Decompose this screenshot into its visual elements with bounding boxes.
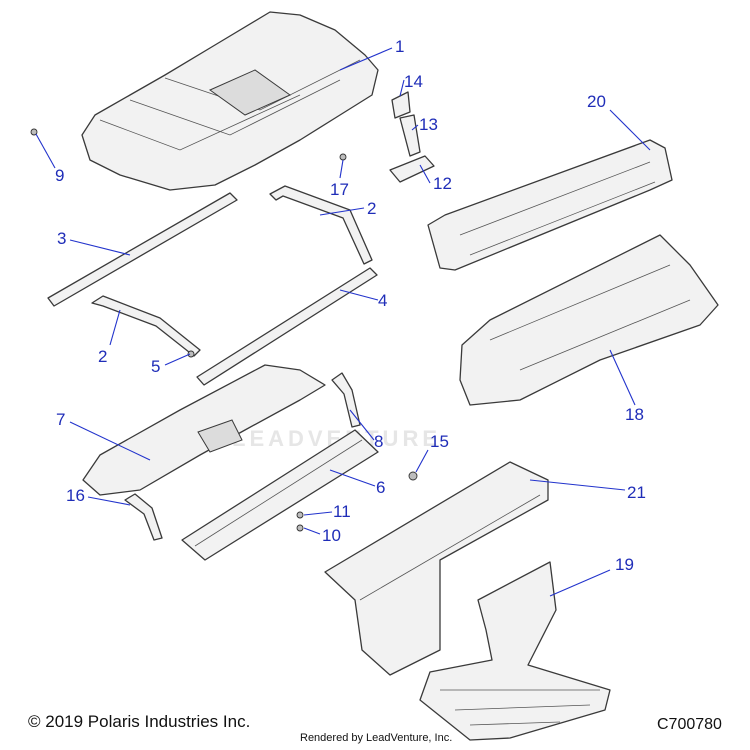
callout-5: 5 — [151, 357, 160, 376]
callout-13: 13 — [419, 115, 438, 134]
callout-16: 16 — [66, 486, 85, 505]
callout-6: 6 — [376, 478, 385, 497]
part-mirror — [389, 91, 435, 183]
callout-10: 10 — [322, 526, 341, 545]
callout-11: 11 — [333, 502, 351, 521]
part-dash-frame — [427, 139, 673, 271]
part-floor-mat-19 — [419, 561, 611, 741]
callout-15: 15 — [430, 432, 449, 451]
callout-12: 12 — [433, 174, 452, 193]
callout-18: 18 — [625, 405, 644, 424]
part-fastener-9 — [30, 128, 38, 136]
leader-lines — [35, 47, 651, 597]
part-fastener-10 — [296, 524, 304, 532]
part-floor-21 — [324, 461, 549, 676]
rendered-by-text: Rendered by LeadVenture, Inc. — [300, 732, 453, 744]
part-panel-6 — [181, 429, 379, 561]
callout-3: 3 — [57, 229, 66, 248]
callout-21: 21 — [627, 483, 646, 502]
callout-9: 9 — [55, 166, 64, 185]
callout-2-upper: 2 — [367, 199, 376, 218]
part-fastener-11 — [296, 511, 304, 519]
part-strip-4 — [196, 267, 378, 386]
part-trim-8 — [331, 372, 361, 428]
callout-14: 14 — [404, 72, 423, 91]
part-trim-2-lower — [91, 295, 201, 357]
copyright-text: © 2019 Polaris Industries Inc. — [28, 712, 251, 731]
callout-19: 19 — [615, 555, 634, 574]
callout-17: 17 — [330, 180, 349, 199]
callout-2-lower: 2 — [98, 347, 107, 366]
part-strip-3 — [47, 192, 238, 307]
part-trim-2-upper — [269, 185, 373, 265]
callout-7: 7 — [56, 410, 65, 429]
part-roof — [81, 11, 379, 191]
callout-8: 8 — [374, 432, 383, 451]
part-fastener-17 — [339, 153, 347, 161]
part-fastener-5 — [187, 350, 195, 358]
part-fastener-15 — [408, 471, 418, 481]
diagram-code: C700780 — [657, 716, 722, 733]
callout-4: 4 — [378, 291, 387, 310]
callout-20: 20 — [587, 92, 606, 111]
callout-1: 1 — [395, 37, 404, 56]
part-trim-16 — [124, 493, 163, 541]
part-floor-18 — [459, 234, 719, 406]
